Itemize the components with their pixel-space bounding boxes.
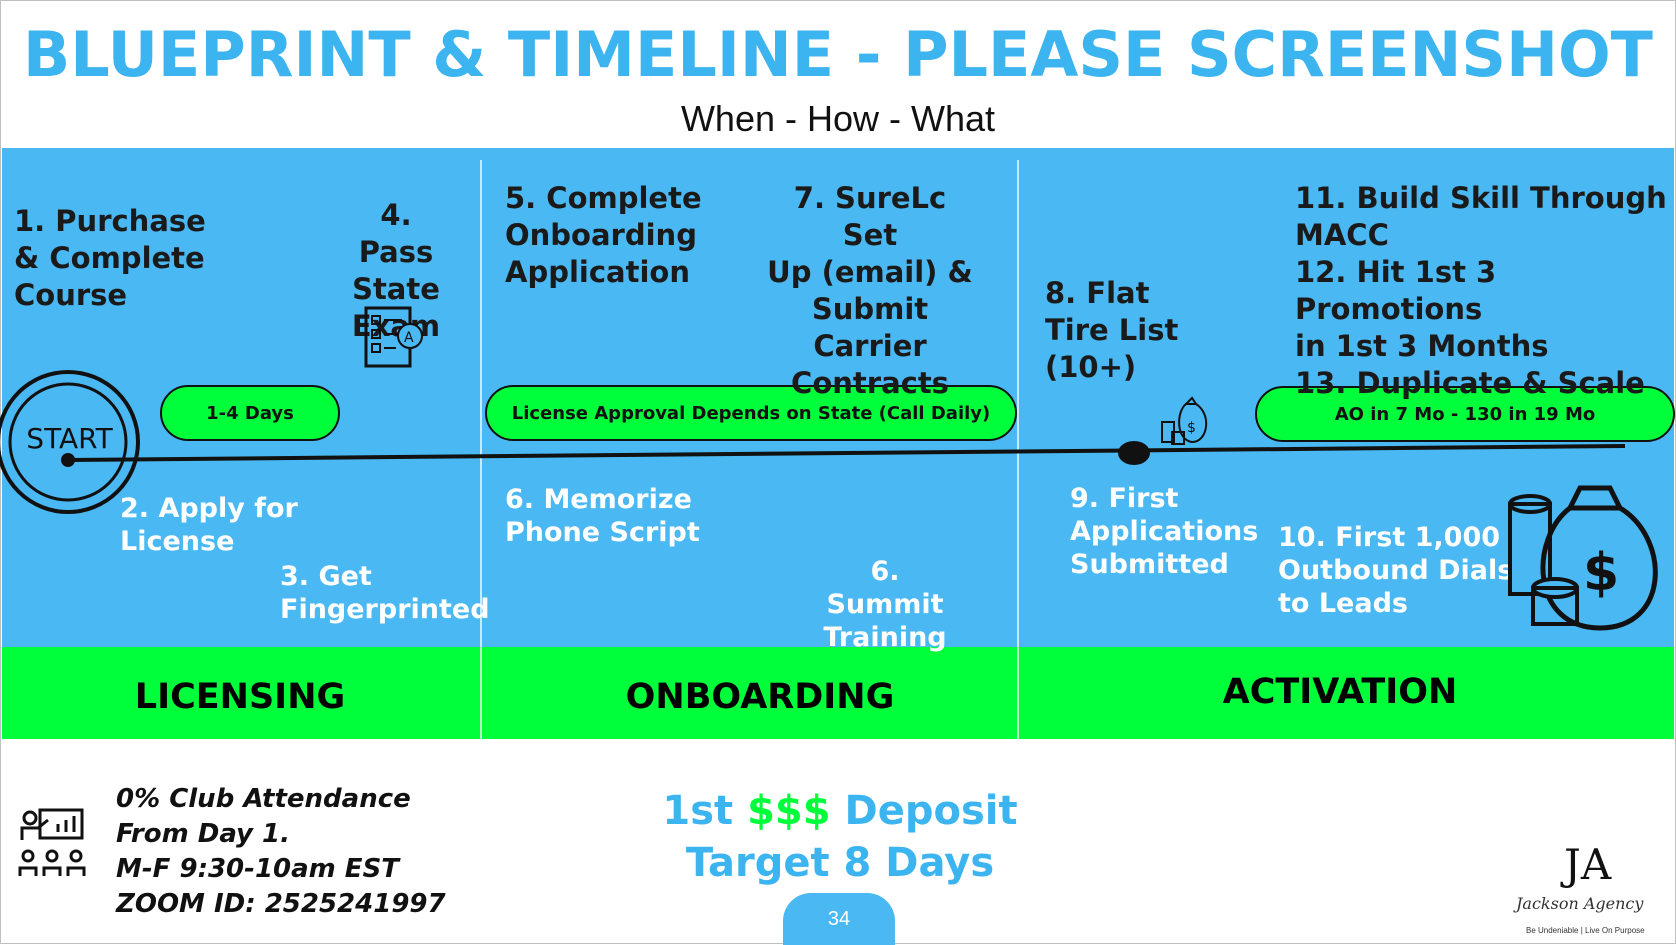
step-6-summit-training: 6. Summit Training — [823, 556, 947, 653]
money-bag-small-icon: $ — [1161, 396, 1207, 445]
svg-text:$: $ — [1187, 420, 1196, 436]
step-10: 10. First 1,000 Outbound Dials to Leads — [1278, 522, 1514, 619]
step-7: 7. SureLc Set Up (email) & Submit Carrie… — [767, 181, 973, 400]
logo-name: Jackson Agency — [1516, 894, 1644, 913]
step-11-13: 11. Build Skill Through MACC 12. Hit 1st… — [1295, 181, 1667, 400]
timeline-line — [67, 444, 1626, 462]
money-bag-large-icon: $ — [1508, 485, 1658, 631]
start-ring-outer — [0, 370, 140, 514]
page-title: BLUEPRINT & TIMELINE - PLEASE SCREENSHOT — [23, 18, 1653, 91]
step-9: 9. First Applications Submitted — [1070, 483, 1259, 580]
deposit-target-days: Target 8 Days — [685, 840, 995, 886]
phase-divider — [1017, 160, 1019, 780]
deposit-target: 1st $$$ Deposit Target 8 Days — [640, 785, 1040, 889]
step-2: 2. Apply for License — [120, 493, 298, 557]
deposit-suffix: Deposit — [830, 788, 1018, 834]
timeline-milestone-dot — [1118, 441, 1150, 465]
step-6-phone-script: 6. Memorize Phone Script — [505, 484, 700, 548]
phase-activation: ACTIVATION — [1222, 672, 1458, 712]
step-3: 3. Get Fingerprinted — [280, 561, 490, 625]
pill-license-approval: License Approval Depends on State (Call … — [485, 385, 1017, 441]
logo-tagline: Be Undeniable | Live On Purpose — [1526, 926, 1645, 935]
step-1: 1. Purchase & Complete Course — [14, 204, 206, 312]
timeline-graphic — [0, 370, 1626, 514]
step-5: 5. Complete Onboarding Application — [505, 181, 702, 289]
page-number: 34 — [783, 893, 895, 945]
svg-text:A: A — [404, 330, 414, 346]
logo-monogram: JA — [1564, 840, 1612, 889]
start-label: START — [26, 422, 113, 455]
exam-icon: A — [364, 306, 423, 368]
phase-onboarding: ONBOARDING — [625, 677, 895, 717]
svg-text:$: $ — [1583, 543, 1619, 603]
pill-activation-target: AO in 7 Mo - 130 in 19 Mo — [1255, 386, 1675, 442]
deposit-prefix: 1st — [662, 788, 748, 834]
pill-licensing-duration: 1-4 Days — [160, 385, 340, 441]
start-ring-inner — [8, 382, 128, 502]
company-logo: JA Jackson Agency Be Undeniable | Live O… — [1508, 840, 1672, 940]
phase-band — [2, 647, 1674, 739]
start-dot — [61, 453, 75, 467]
page-subtitle: When - How - What — [680, 98, 996, 139]
phase-divider — [480, 160, 482, 780]
presentation-icon — [18, 808, 86, 876]
club-attendance-text: 0% Club Attendance From Day 1. M-F 9:30-… — [116, 784, 446, 919]
deposit-dollars: $$$ — [747, 788, 831, 834]
step-8: 8. Flat Tire List (10+) — [1045, 276, 1179, 384]
phase-licensing: LICENSING — [134, 677, 346, 717]
